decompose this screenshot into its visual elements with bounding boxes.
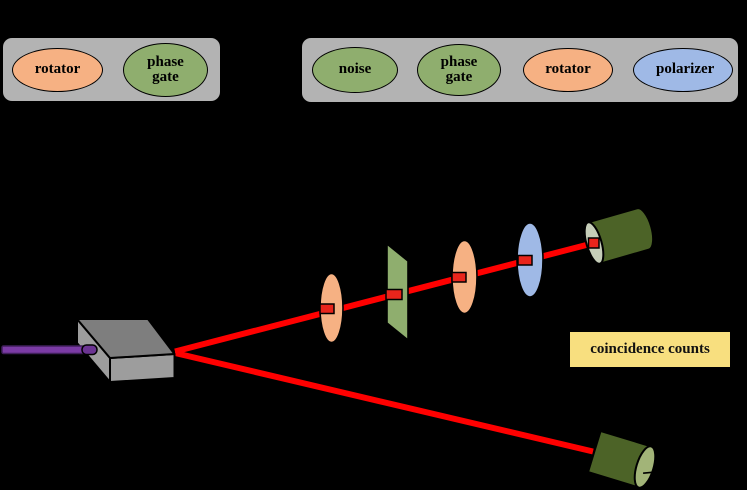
detector-lower-face-notch bbox=[643, 471, 653, 475]
legend-phase-gate-label: phase gate bbox=[147, 53, 184, 85]
photon-detector-lower bbox=[587, 429, 657, 489]
legend-polarizer-ellipse: polarizer bbox=[633, 48, 733, 92]
legend-phase-gate-label: phase gate bbox=[440, 53, 478, 85]
signal-beam-lower bbox=[174, 350, 594, 455]
pump-beam-body bbox=[1, 345, 88, 355]
pump-beam-tip bbox=[81, 344, 98, 356]
legend-phase-gate-ellipse: phase gate bbox=[123, 43, 208, 97]
legend-polarizer-label: polarizer bbox=[656, 61, 715, 78]
legend-noise-label: noise bbox=[338, 61, 372, 78]
legend-rotator-label: rotator bbox=[34, 61, 81, 78]
coincidence-counts-text: coincidence counts bbox=[590, 341, 710, 357]
photon-detector-upper bbox=[583, 207, 655, 265]
pump-beam bbox=[1, 344, 98, 356]
legend-phase-gate-ellipse: phase gate bbox=[417, 44, 501, 96]
legend-panel-left: rotator phase gate bbox=[3, 38, 220, 101]
beam-segment-box-polarizer bbox=[517, 254, 533, 266]
beam-segment-boxes bbox=[319, 237, 600, 315]
legend-rotator-ellipse: rotator bbox=[523, 48, 613, 92]
legend-rotator-ellipse: rotator bbox=[12, 48, 103, 92]
beam-segment-box-rotator-2 bbox=[451, 271, 467, 283]
detector-lower-face bbox=[633, 445, 657, 489]
beam-segment-box-detector bbox=[587, 237, 600, 249]
beam-segment-box-noise-plate bbox=[385, 288, 403, 301]
crystal-top-face bbox=[76, 318, 176, 359]
beam-segment-box-rotator-1 bbox=[319, 303, 335, 315]
legend-rotator-label: rotator bbox=[545, 61, 591, 78]
coincidence-counts-label: coincidence counts bbox=[569, 331, 731, 368]
legend-panel-right: noise phase gate rotator polarizer bbox=[302, 38, 738, 102]
legend-noise-ellipse: noise bbox=[312, 47, 398, 93]
detector-upper-body bbox=[587, 207, 655, 265]
